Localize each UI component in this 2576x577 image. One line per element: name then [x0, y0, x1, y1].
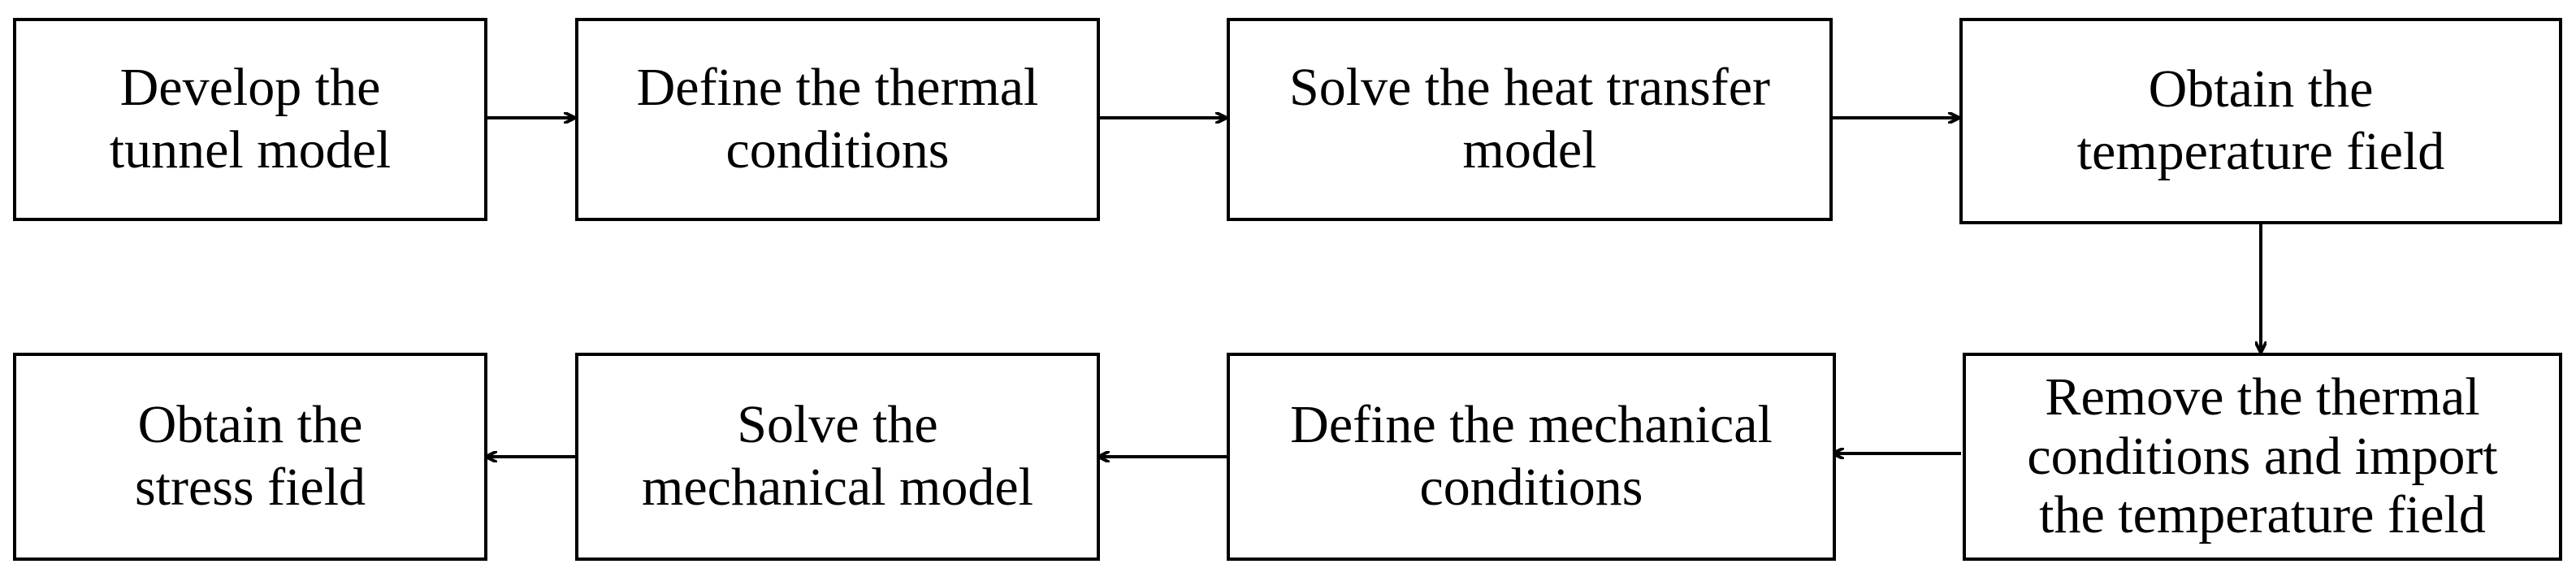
step-define-mechanical: Define the mechanical conditions	[1227, 353, 1836, 561]
step-remove-thermal: Remove the thermal conditions and import…	[1963, 353, 2562, 561]
step-obtain-temperature: Obtain the temperature field	[1959, 18, 2562, 224]
step-develop-model: Develop the tunnel model	[13, 18, 487, 221]
step-label: Solve the mechanical model	[642, 395, 1033, 517]
step-solve-mechanical: Solve the mechanical model	[575, 353, 1100, 561]
step-label: Remove the thermal conditions and import…	[2027, 367, 2498, 545]
step-label: Obtain the temperature field	[2076, 59, 2445, 181]
step-solve-heat: Solve the heat transfer model	[1227, 18, 1833, 221]
step-obtain-stress: Obtain the stress field	[13, 353, 487, 561]
step-label: Define the thermal conditions	[636, 58, 1039, 180]
step-label: Develop the tunnel model	[109, 58, 392, 180]
step-define-thermal: Define the thermal conditions	[575, 18, 1100, 221]
step-label: Define the mechanical conditions	[1290, 395, 1773, 517]
step-label: Solve the heat transfer model	[1289, 58, 1770, 180]
step-label: Obtain the stress field	[134, 395, 366, 517]
